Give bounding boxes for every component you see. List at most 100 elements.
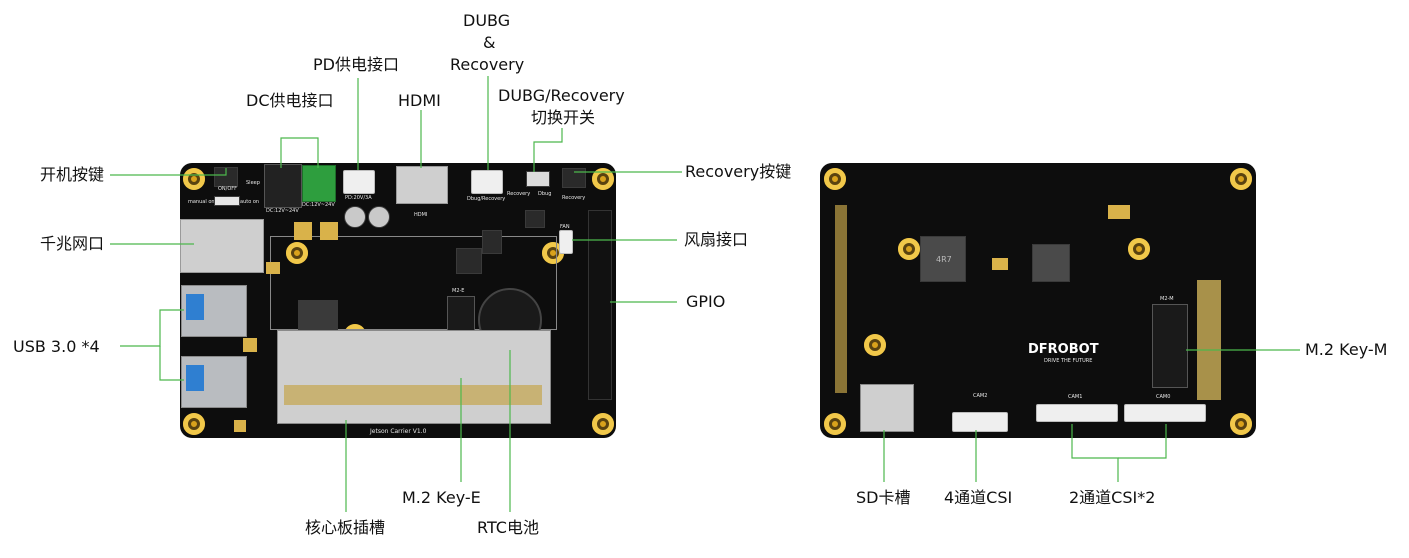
- ethernet-port: [180, 219, 264, 273]
- capacitor-gold: [992, 258, 1008, 270]
- power-inductor: [920, 236, 966, 282]
- label-csi2x2: 2通道CSI*2: [1069, 488, 1156, 507]
- sd-card-slot: [860, 384, 914, 432]
- label-debug-line2: &: [483, 33, 496, 52]
- silk-sleep: Sleep: [246, 180, 260, 186]
- pd-usb-c-port: [343, 170, 375, 194]
- inductor: [294, 222, 312, 240]
- leader-usb-lower: [159, 346, 184, 381]
- silk-on-off: ON/OFF: [218, 186, 238, 192]
- recovery-button-switch: [562, 168, 586, 188]
- label-m2-key-e: M.2 Key-E: [402, 488, 481, 507]
- silk-dc-rating: DC:12V~24V: [302, 202, 335, 208]
- silk-fan: FAN: [560, 224, 570, 230]
- capacitor-gold: [1108, 205, 1130, 219]
- leader-switch: [533, 128, 563, 172]
- label-switch-line1: DUBG/Recovery: [498, 86, 625, 105]
- leader-csi2x2-b: [1118, 424, 1167, 459]
- mounting-hole: [1230, 413, 1252, 435]
- leader-dc: [280, 137, 319, 168]
- label-fan: 风扇接口: [684, 230, 749, 249]
- silk-dc-rating-2: DC:12V~24V: [266, 208, 299, 214]
- label-usb: USB 3.0 *4: [13, 337, 100, 356]
- label-rtc-battery: RTC电池: [477, 518, 539, 537]
- label-gpio: GPIO: [686, 292, 726, 311]
- power-inductor: [1032, 244, 1070, 282]
- label-hdmi: HDMI: [398, 91, 441, 110]
- capacitor: [344, 206, 366, 228]
- csi-connector-cam2: [952, 412, 1008, 432]
- mounting-hole: [1230, 168, 1252, 190]
- mounting-hole: [824, 413, 846, 435]
- leader-usb: [120, 309, 184, 347]
- silk-recovery-small: Recovery: [507, 191, 531, 197]
- boot-mode-jumper: [214, 196, 240, 206]
- capacitor: [368, 206, 390, 228]
- label-csi4: 4通道CSI: [944, 488, 1013, 507]
- mounting-hole: [824, 168, 846, 190]
- label-gigabit-lan: 千兆网口: [40, 234, 105, 253]
- label-debug-line3: Recovery: [450, 55, 525, 74]
- chip: [482, 230, 502, 254]
- chip: [456, 248, 482, 274]
- label-pd-power: PD供电接口: [313, 55, 399, 74]
- mounting-hole: [1128, 238, 1150, 260]
- hdmi-port: [396, 166, 448, 204]
- silk-cam1: CAM1: [1068, 394, 1083, 400]
- label-debug-line1: DUBG: [463, 11, 511, 30]
- silk-recovery: Recovery: [562, 195, 586, 201]
- chip: [525, 210, 545, 228]
- label-sd-slot: SD卡槽: [856, 488, 911, 507]
- label-recovery-button: Recovery按键: [685, 162, 792, 181]
- usb-port-lower: [181, 356, 247, 408]
- mounting-hole: [286, 242, 308, 264]
- mounting-hole: [864, 334, 886, 356]
- core-board-slot: [277, 330, 551, 424]
- silk-pd-rating: PD:20V/3A: [345, 195, 372, 201]
- dc-terminal-block: [302, 165, 336, 202]
- inductor: [266, 262, 280, 274]
- csi-connector-cam1: [1036, 404, 1118, 422]
- gpio-pins-back: [835, 205, 847, 393]
- mounting-hole: [592, 413, 614, 435]
- silk-hdmi: HDMI: [414, 212, 428, 218]
- brand-slogan: DRIVE THE FUTURE: [1044, 358, 1093, 364]
- inductor: [320, 222, 338, 240]
- mounting-hole: [898, 238, 920, 260]
- inductor: [234, 420, 246, 432]
- debug-recovery-switch: [526, 171, 550, 187]
- silk-inductor: 4R7: [936, 255, 952, 264]
- label-m2-key-m: M.2 Key-M: [1305, 340, 1388, 359]
- silk-m2e: M2-E: [452, 288, 465, 294]
- mounting-hole: [183, 413, 205, 435]
- label-power-button: 开机按键: [40, 165, 105, 184]
- inductor: [243, 338, 257, 352]
- m2-key-m-slot: [1152, 304, 1188, 388]
- dc-jack: [264, 164, 302, 208]
- silk-cam2: CAM2: [973, 393, 988, 399]
- label-core-slot: 核心板插槽: [305, 518, 386, 537]
- slot-pins: [284, 385, 542, 405]
- pad-cluster: [1197, 280, 1221, 400]
- debug-usb-c-port: [471, 170, 503, 194]
- silk-cam0: CAM0: [1156, 394, 1171, 400]
- silk-carrier: Jetson Carrier V1.0: [370, 428, 427, 435]
- csi-connector-cam0: [1124, 404, 1206, 422]
- mounting-hole: [183, 168, 205, 190]
- usb-port-upper: [181, 285, 247, 337]
- silk-debug-recovery: Dbug/Recovery: [467, 196, 506, 202]
- label-dc-power: DC供电接口: [246, 91, 334, 110]
- fan-connector: [559, 230, 573, 254]
- silk-auto-on: auto on: [240, 199, 260, 205]
- silk-dbug: Dbug: [538, 191, 552, 197]
- mounting-hole: [592, 168, 614, 190]
- core-module-area: [270, 236, 557, 330]
- silk-m2m: M2-M: [1160, 296, 1174, 302]
- silk-manual-on: manual on: [188, 199, 215, 205]
- mounting-hole: [542, 242, 564, 264]
- brand-logo: DFROBOT: [1028, 342, 1099, 357]
- gpio-header: [588, 210, 612, 400]
- leader-csi2x2: [1071, 424, 1119, 482]
- label-switch-line2: 切换开关: [531, 108, 596, 127]
